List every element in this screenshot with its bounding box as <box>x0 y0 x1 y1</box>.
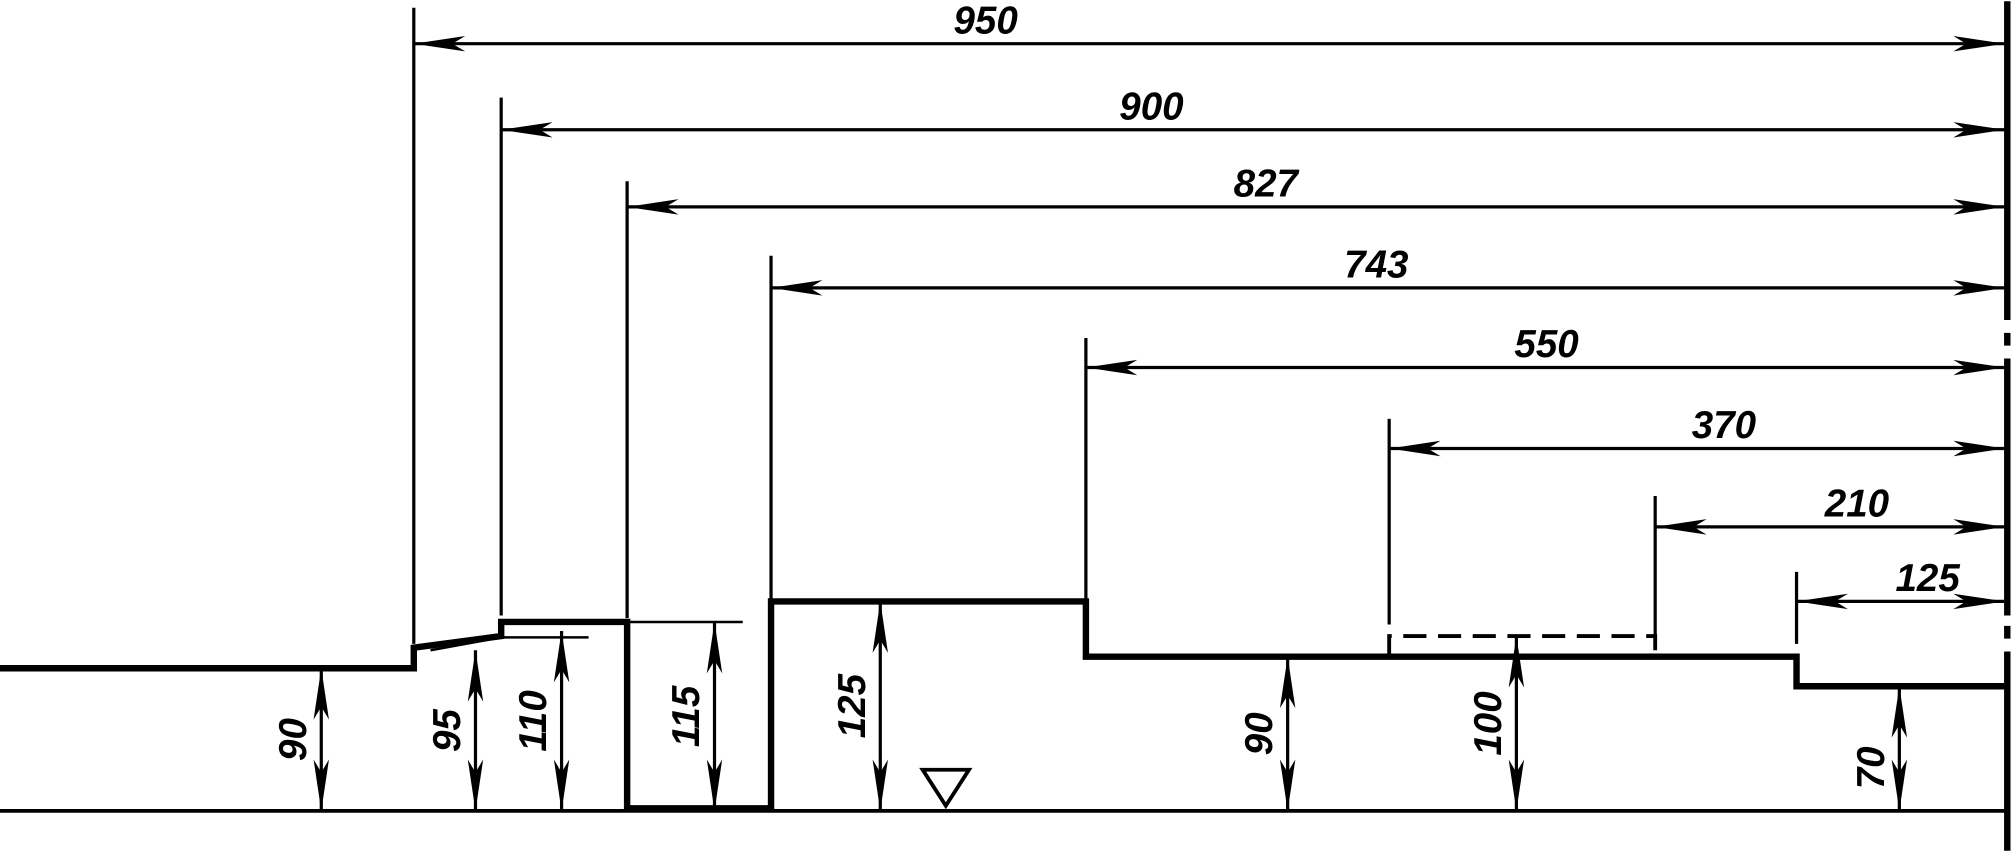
level-triangle-icon <box>919 767 973 810</box>
arrowhead <box>1389 440 1441 457</box>
arrowhead <box>872 601 888 653</box>
dimension-label: 950 <box>953 0 1018 42</box>
vertical-dimension: 100 <box>1467 636 1525 811</box>
horizontal-dimension: 743 <box>769 244 2005 599</box>
arrowhead <box>1796 593 1848 610</box>
arrowhead <box>1891 686 1908 738</box>
arrowhead <box>467 759 484 811</box>
arrowhead <box>1953 519 2005 535</box>
horizontal-dimension: 370 <box>1387 404 2005 625</box>
dimension-label: 743 <box>1344 244 1408 287</box>
horizontal-dimension: 550 <box>1084 323 2005 599</box>
arrowhead <box>771 280 823 296</box>
arrowhead <box>1953 280 2005 296</box>
dimension-label: 370 <box>1692 404 1757 447</box>
vertical-dimension: 95 <box>426 650 484 811</box>
arrowhead <box>1953 359 2005 376</box>
dimension-label: 70 <box>1850 746 1893 789</box>
horizontal-dimension: 900 <box>499 86 2005 616</box>
dimension-label: 125 <box>1895 557 1960 600</box>
arrowhead <box>313 668 329 720</box>
arrowhead <box>467 650 484 702</box>
arrowhead <box>627 199 679 215</box>
dimension-label: 125 <box>831 673 874 738</box>
arrowhead <box>313 759 329 811</box>
vertical-dimension: 90 <box>1238 656 1296 811</box>
arrowhead <box>1953 440 2005 457</box>
arrowhead <box>1953 593 2005 610</box>
arrowhead <box>1085 359 1138 376</box>
arrowhead <box>553 759 570 811</box>
dimension-label: 550 <box>1514 323 1579 366</box>
dimension-label: 115 <box>665 685 708 747</box>
arrowhead <box>1655 519 1707 535</box>
arrowhead <box>1953 122 2005 138</box>
dimension-label: 900 <box>1119 86 1184 129</box>
vertical-dimension: 125 <box>831 601 888 811</box>
taper-line <box>430 636 589 652</box>
arrowhead <box>706 759 723 811</box>
dimension-label: 90 <box>272 718 315 761</box>
arrowhead <box>1508 759 1525 811</box>
horizontal-dimension: 210 <box>1653 483 2005 635</box>
arrowhead <box>553 630 570 683</box>
arrowhead <box>413 35 466 52</box>
vertical-dimension: 115 <box>665 621 723 811</box>
dimension-label: 100 <box>1467 691 1510 756</box>
arrowhead <box>872 759 888 811</box>
arrowhead <box>1508 636 1525 688</box>
dimension-label: 95 <box>426 709 469 752</box>
dimension-label: 90 <box>1238 712 1281 755</box>
arrowhead <box>1953 35 2005 52</box>
vertical-dimension: 70 <box>1850 686 1908 811</box>
horizontal-dimension: 125 <box>1794 557 2005 644</box>
arrowhead <box>501 122 553 138</box>
arrowhead <box>1891 759 1908 811</box>
dimension-label: 827 <box>1234 163 1300 206</box>
horizontal-dimension: 827 <box>625 163 2005 619</box>
dimension-label: 110 <box>512 690 555 752</box>
arrowhead <box>706 621 723 674</box>
arrowhead <box>1279 656 1296 709</box>
vertical-dimension: 110 <box>512 630 570 811</box>
profile-outline <box>0 598 2008 812</box>
arrowhead <box>1953 199 2005 215</box>
dimension-label: 210 <box>1824 483 1890 526</box>
dashed-zone <box>1387 634 1658 657</box>
horizontal-dimension: 950 <box>412 0 2005 644</box>
arrowhead <box>1279 759 1296 811</box>
vertical-dimension: 90 <box>272 668 329 811</box>
